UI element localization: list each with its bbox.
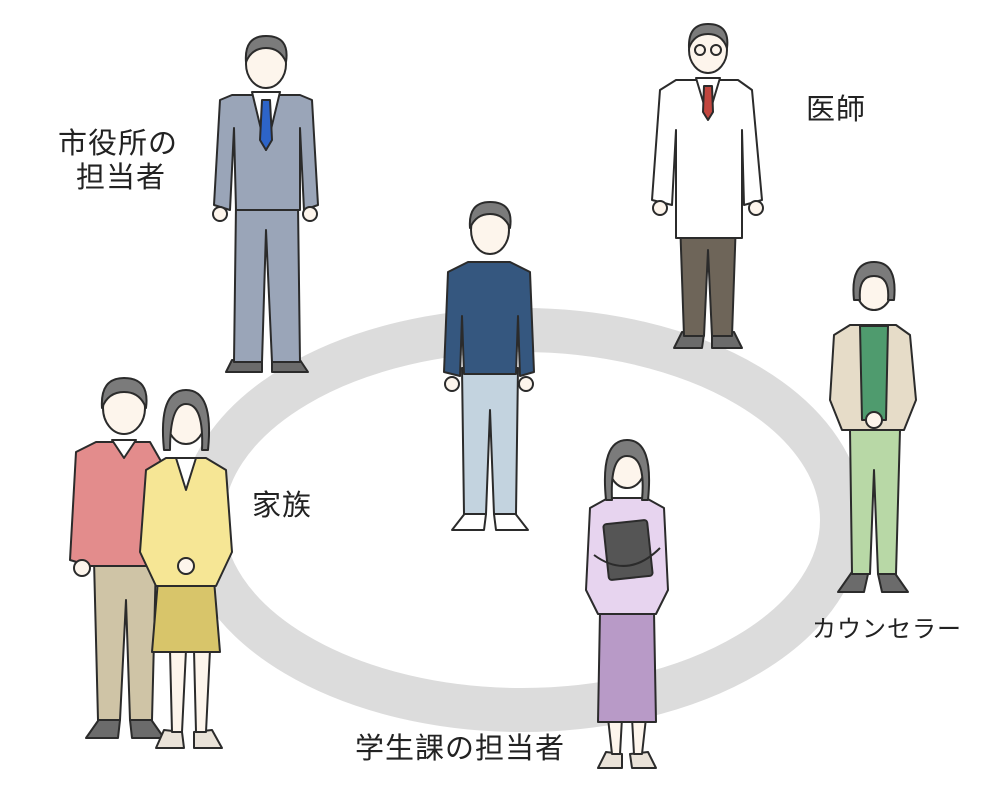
doctor-figure <box>651 23 764 349</box>
city-office-staff-figure <box>212 35 319 373</box>
student-affairs-staff-figure <box>585 439 669 769</box>
counselor-label: カウンセラー <box>812 615 962 643</box>
counselor-figure <box>829 261 917 593</box>
family-label: 家族 <box>252 488 313 522</box>
city-office-staff-label-line1: 市役所の <box>58 126 179 160</box>
student-figure <box>443 201 535 531</box>
student-affairs-staff-label: 学生課の担当者 <box>355 731 566 765</box>
city-office-staff-label-line2: 担当者 <box>76 160 167 194</box>
city-office-staff-label: 市役所の 担当者 <box>58 126 178 194</box>
doctor-label: 医師 <box>806 92 867 126</box>
mother-figure <box>139 389 233 749</box>
